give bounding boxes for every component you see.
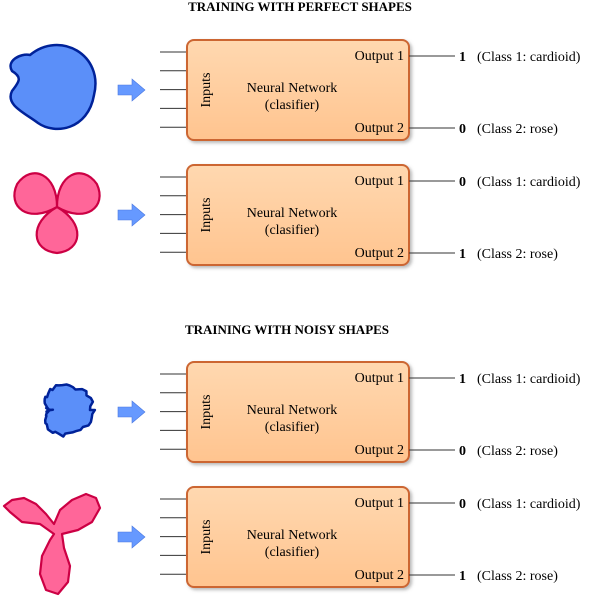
output-1-label: Output 1 [355, 49, 404, 64]
cardioid-shape [43, 383, 97, 438]
neural-network-box [186, 164, 410, 266]
output-2-class: (Class 2: rose) [477, 569, 558, 584]
rose-shape [13, 172, 101, 255]
network-label: Neural Network [247, 81, 338, 96]
neural-network-box [186, 39, 410, 141]
network-sublabel: (clasifier) [265, 223, 320, 238]
network-label: Neural Network [247, 528, 338, 543]
output-1-value: 0 [459, 175, 466, 190]
network-row-1-0: Inputs Neural Network (clasifier) Output 1 O… [43, 361, 581, 463]
output-1-label: Output 1 [355, 174, 404, 189]
arrow-icon [117, 78, 146, 102]
output-1-class: (Class 1: cardioid) [477, 175, 581, 190]
arrow-icon [117, 203, 146, 227]
neural-network-box [186, 361, 410, 463]
rose-shape [2, 492, 102, 596]
network-row-0-1: Inputs Neural Network (clasifier) Output 1 O… [13, 164, 581, 266]
output-2-label: Output 2 [355, 568, 404, 583]
output-1-class: (Class 1: cardioid) [477, 497, 581, 512]
output-2-value: 0 [459, 122, 466, 137]
network-sublabel: (clasifier) [265, 545, 320, 560]
output-2-value: 1 [459, 569, 466, 584]
output-1-value: 1 [459, 372, 466, 387]
output-2-value: 0 [459, 444, 466, 459]
output-1-value: 0 [459, 497, 466, 512]
output-1-label: Output 1 [355, 496, 404, 511]
network-label: Neural Network [247, 403, 338, 418]
cardioid-shape [9, 43, 97, 131]
network-row-1-1: Inputs Neural Network (clasifier) Output 1 O… [2, 486, 581, 596]
output-2-class: (Class 2: rose) [477, 247, 558, 262]
section-title-perfect: TRAINING WITH PERFECT SHAPES [188, 0, 412, 14]
section-title-noisy: TRAINING WITH NOISY SHAPES [185, 322, 389, 337]
output-1-class: (Class 1: cardioid) [477, 50, 581, 65]
output-2-label: Output 2 [355, 443, 404, 458]
neural-network-box [186, 486, 410, 588]
output-2-value: 1 [459, 247, 466, 262]
output-2-label: Output 2 [355, 246, 404, 261]
output-1-value: 1 [459, 50, 466, 65]
output-2-class: (Class 2: rose) [477, 122, 558, 137]
arrow-icon [117, 400, 146, 424]
output-1-label: Output 1 [355, 371, 404, 386]
arrow-icon [117, 525, 146, 549]
output-2-class: (Class 2: rose) [477, 444, 558, 459]
network-row-0-0: Inputs Neural Network (clasifier) Output 1 O… [9, 39, 581, 141]
inputs-label: Inputs [199, 198, 214, 233]
output-2-label: Output 2 [355, 121, 404, 136]
network-sublabel: (clasifier) [265, 420, 320, 435]
output-1-class: (Class 1: cardioid) [477, 372, 581, 387]
inputs-label: Inputs [199, 395, 214, 430]
network-label: Neural Network [247, 206, 338, 221]
network-sublabel: (clasifier) [265, 98, 320, 113]
inputs-label: Inputs [199, 520, 214, 555]
inputs-label: Inputs [199, 73, 214, 108]
